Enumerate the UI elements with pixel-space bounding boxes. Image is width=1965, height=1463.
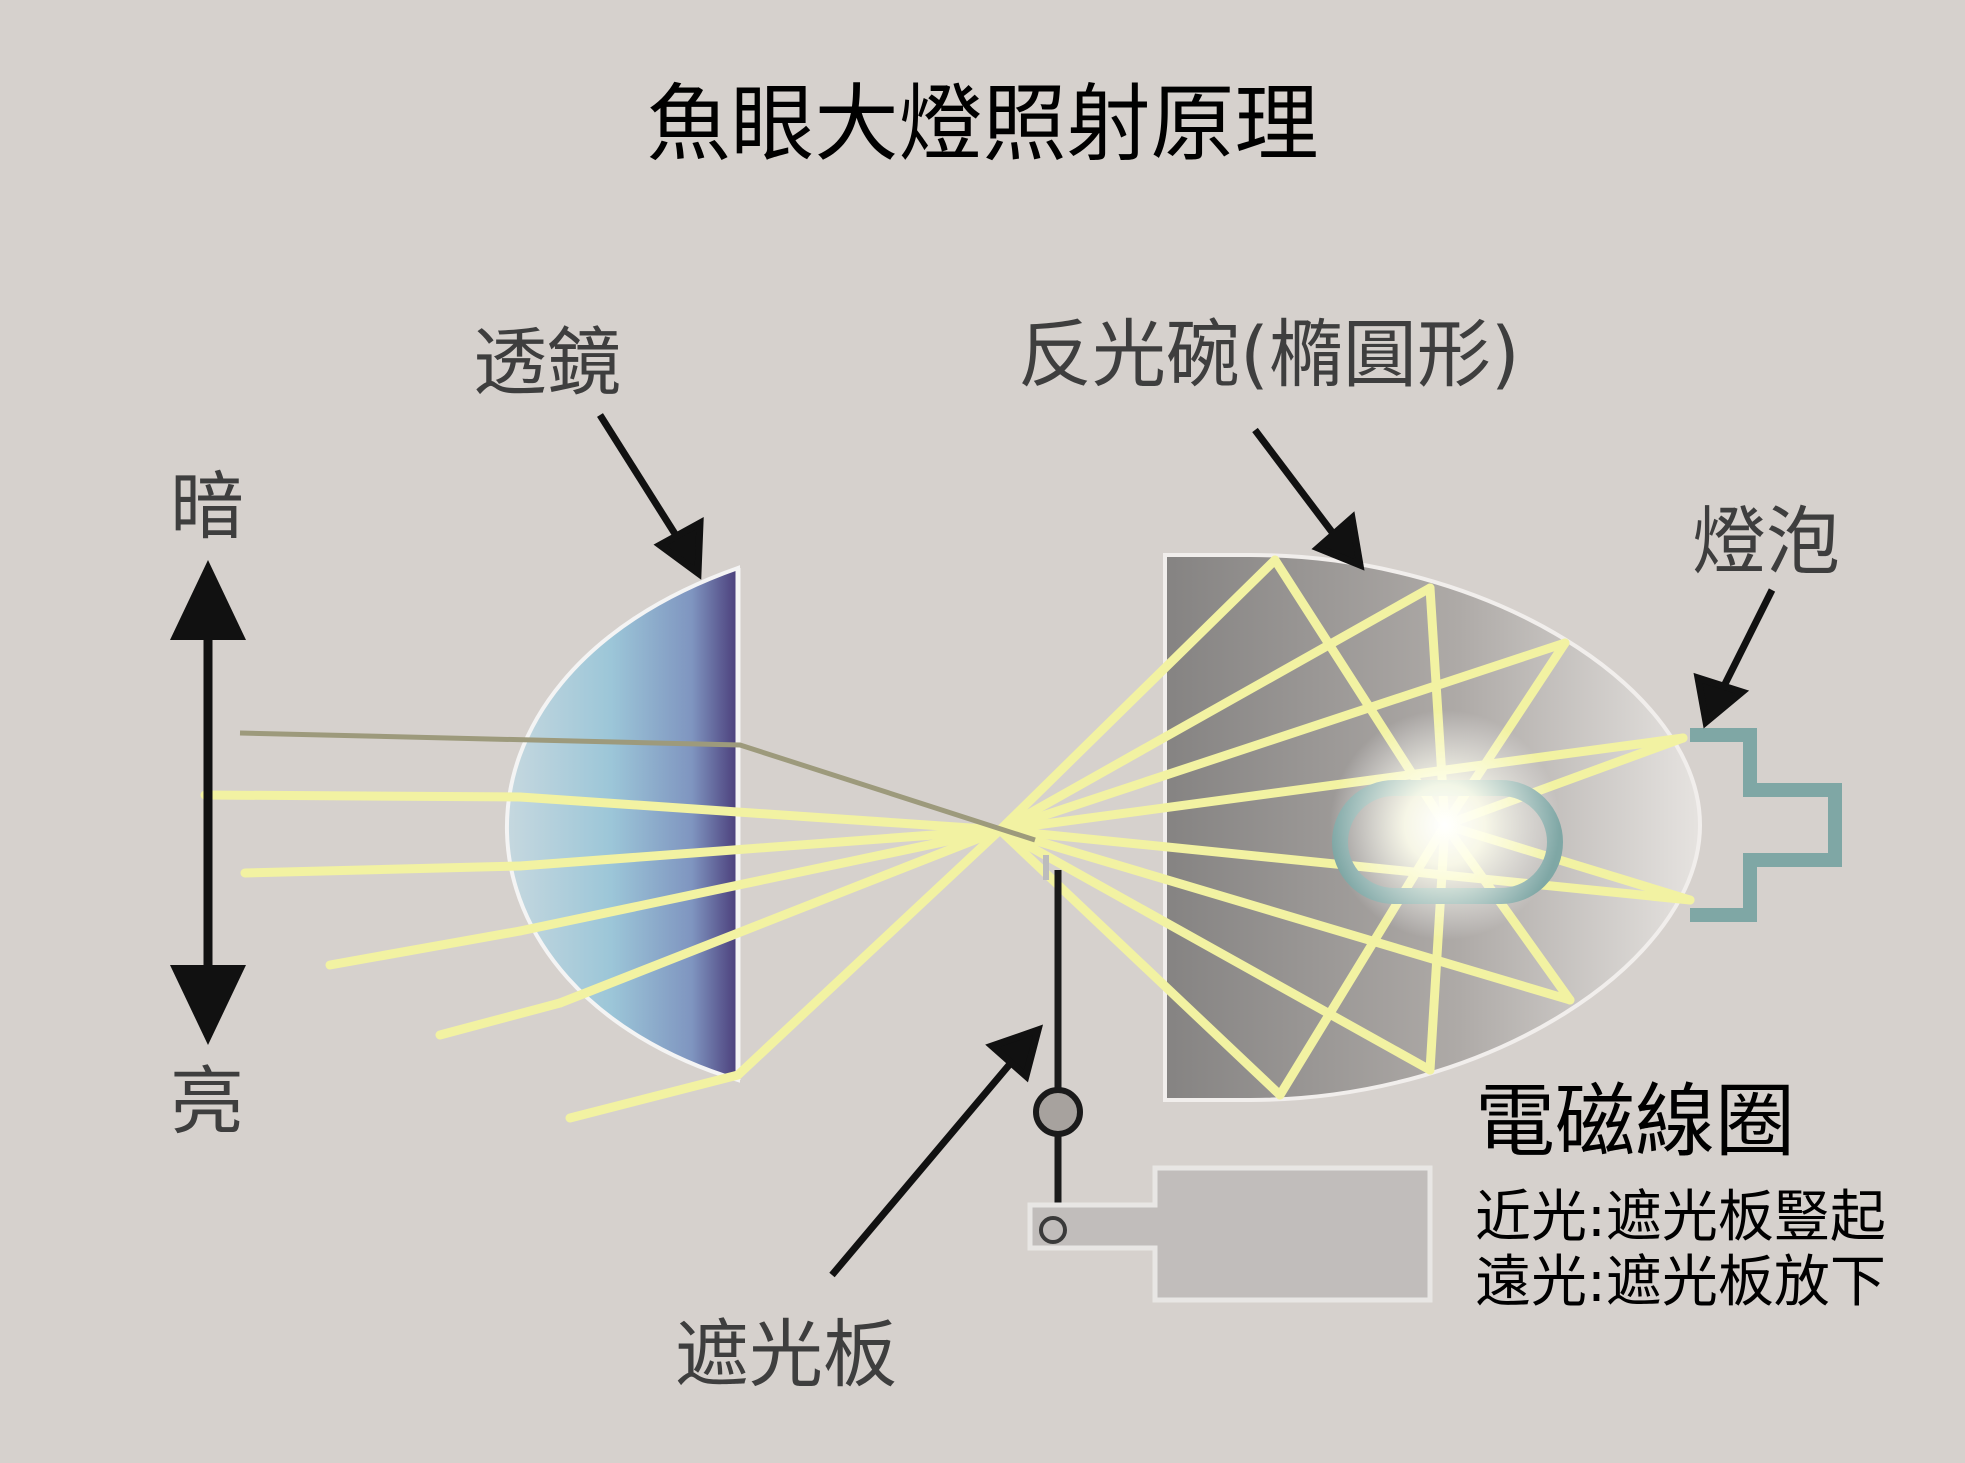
lens	[504, 565, 740, 1083]
shield-pointer-icon	[985, 1024, 1044, 1083]
bulb	[1330, 710, 1842, 940]
reflector-label: 反光碗(橢圓形)	[1018, 312, 1520, 398]
bulb-pointer-icon	[1693, 672, 1750, 729]
coil-label: 電磁線圈	[1475, 1075, 1795, 1168]
low-beam-note: 近光:遮光板豎起	[1475, 1185, 1886, 1250]
bright-label: 亮	[170, 1059, 244, 1145]
reflector-pointer-icon	[1311, 511, 1365, 571]
cutoff-ray	[239, 730, 1036, 843]
shield-label: 遮光板	[675, 1312, 897, 1398]
lens-pointer-icon	[653, 516, 704, 580]
bulb-label: 燈泡	[1692, 499, 1840, 585]
light-rays	[200, 555, 1695, 1123]
dark-label: 暗	[170, 464, 244, 550]
pointer-arrows	[597, 413, 1776, 1278]
solenoid	[1027, 1165, 1433, 1303]
shield-plate	[1033, 855, 1083, 1210]
lens-label: 透鏡	[473, 320, 621, 406]
brightness-arrow	[170, 560, 246, 1045]
high-beam-note: 遠光:遮光板放下	[1475, 1250, 1886, 1315]
page-title: 魚眼大燈照射原理	[646, 75, 1319, 173]
